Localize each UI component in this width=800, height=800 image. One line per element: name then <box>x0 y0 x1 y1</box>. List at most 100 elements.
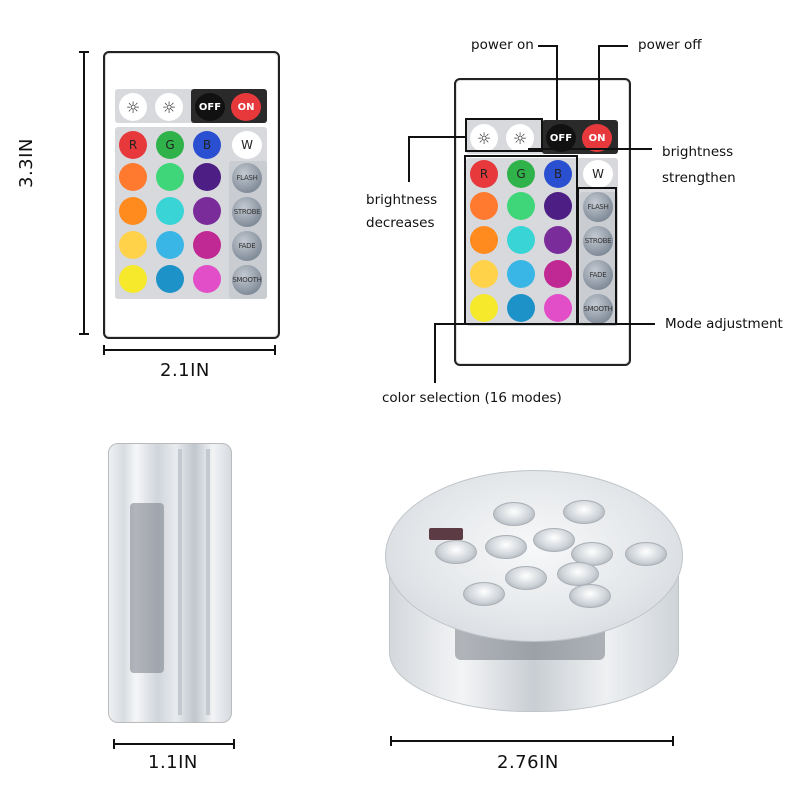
color-button[interactable] <box>470 192 498 220</box>
color-selection-label: color selection (16 modes) <box>382 390 562 406</box>
brightness-strengthen-label-2: strengthen <box>662 170 736 186</box>
mode-button-flash[interactable]: FLASH <box>583 192 613 222</box>
side-rib-3 <box>206 449 210 715</box>
red-button[interactable]: R <box>119 131 147 159</box>
led-bulb <box>557 562 599 586</box>
blue-button-right[interactable]: B <box>544 160 572 188</box>
color-button[interactable] <box>544 192 572 220</box>
side-battery-area <box>130 503 164 673</box>
off-button-right[interactable]: OFF <box>546 124 576 152</box>
remote-width-label: 2.1IN <box>160 360 210 381</box>
brightness-up-button[interactable]: ☼ <box>155 93 183 121</box>
mode-adjustment-label: Mode adjustment <box>665 316 783 332</box>
color-button[interactable] <box>156 163 184 191</box>
color-grid-left <box>119 163 229 298</box>
green-button[interactable]: G <box>156 131 184 159</box>
green-button-right[interactable]: G <box>507 160 535 188</box>
color-button[interactable] <box>119 231 147 259</box>
mode-button-fade[interactable]: FADE <box>583 260 613 290</box>
color-button[interactable] <box>544 260 572 288</box>
mode-leader <box>613 323 655 325</box>
color-button[interactable] <box>544 226 572 254</box>
on-button-right[interactable]: ON <box>582 124 612 152</box>
diameter-dimension-cap-left <box>390 736 392 746</box>
color-button[interactable] <box>156 231 184 259</box>
led-bulb <box>505 566 547 590</box>
white-button[interactable]: W <box>232 131 262 159</box>
power-off-label: power off <box>638 37 702 53</box>
color-button[interactable] <box>119 163 147 191</box>
color-button[interactable] <box>470 294 498 322</box>
color-button[interactable] <box>507 260 535 288</box>
mode-box <box>577 187 617 325</box>
off-button[interactable]: OFF <box>195 93 225 121</box>
led-bulb <box>493 502 535 526</box>
led-bulb <box>569 584 611 608</box>
side-rib-2 <box>192 449 196 715</box>
mode-button-strobe[interactable]: STROBE <box>583 226 613 256</box>
power-on-leader <box>556 46 558 120</box>
color-button[interactable] <box>193 197 221 225</box>
color-button[interactable] <box>193 265 221 293</box>
white-button-right[interactable]: W <box>583 160 613 188</box>
on-button[interactable]: ON <box>231 93 261 121</box>
color-selection-leader-h <box>434 323 466 325</box>
brightness-strengthen-label-1: brightness <box>662 144 734 160</box>
brightness-down-button[interactable]: ☼ <box>119 93 147 121</box>
mode-button-strobe[interactable]: STROBE <box>232 197 262 227</box>
mode-button-fade[interactable]: FADE <box>232 231 262 261</box>
width-dimension-cap-left <box>103 345 105 355</box>
mode-button-flash[interactable]: FLASH <box>232 163 262 193</box>
color-button[interactable] <box>507 226 535 254</box>
mode-column-right: FLASH STROBE FADE SMOOTH <box>583 192 615 326</box>
side-body <box>108 443 232 723</box>
color-button[interactable] <box>119 197 147 225</box>
led-bulb <box>625 542 667 566</box>
thickness-dimension-cap-left <box>113 739 115 749</box>
color-grid-right <box>470 192 580 326</box>
brightness-decreases-label-2: decreases <box>366 215 435 231</box>
width-dimension-line <box>103 349 276 351</box>
brightness-decreases-leader-h <box>408 136 466 138</box>
light-thickness-label: 1.1IN <box>148 752 198 773</box>
height-dimension-cap-bottom <box>79 333 89 335</box>
light-side-view <box>108 443 232 723</box>
light-diameter-label: 2.76IN <box>497 752 559 773</box>
brightness-strengthen-leader <box>528 148 652 150</box>
thickness-dimension-line <box>113 743 235 745</box>
color-button[interactable] <box>507 192 535 220</box>
led-bulb <box>435 540 477 564</box>
color-button[interactable] <box>470 226 498 254</box>
brightness-box <box>465 118 543 152</box>
color-button[interactable] <box>544 294 572 322</box>
light-module-dark <box>429 528 463 540</box>
side-rib-1 <box>178 449 182 715</box>
led-bulb <box>463 582 505 606</box>
brightness-decreases-label-1: brightness <box>366 192 438 208</box>
light-top-view <box>385 470 683 720</box>
color-button[interactable] <box>119 265 147 293</box>
height-dimension-cap-top <box>79 51 89 53</box>
color-button[interactable] <box>470 260 498 288</box>
brightness-up-button-right[interactable]: ☼ <box>506 124 534 152</box>
red-button-right[interactable]: R <box>470 160 498 188</box>
height-dimension-line <box>83 51 85 335</box>
color-button[interactable] <box>156 265 184 293</box>
color-button[interactable] <box>193 163 221 191</box>
mode-button-smooth[interactable]: SMOOTH <box>232 265 262 295</box>
color-button[interactable] <box>507 294 535 322</box>
led-bulb <box>485 535 527 559</box>
remote-height-label: 3.3IN <box>16 138 37 188</box>
brightness-decreases-leader-v <box>408 136 410 182</box>
color-button[interactable] <box>193 231 221 259</box>
width-dimension-cap-right <box>274 345 276 355</box>
color-button[interactable] <box>156 197 184 225</box>
mode-button-smooth[interactable]: SMOOTH <box>583 294 613 324</box>
blue-button[interactable]: B <box>193 131 221 159</box>
diameter-dimension-cap-right <box>672 736 674 746</box>
led-bulb <box>563 500 605 524</box>
brightness-down-button-right[interactable]: ☼ <box>470 124 498 152</box>
remote-left: ☼ ☼ OFF ON R G B W FLASH STROBE FADE SMOOTH <box>103 51 280 339</box>
power-off-leader-h <box>598 45 628 47</box>
power-on-leader-h <box>538 45 558 47</box>
